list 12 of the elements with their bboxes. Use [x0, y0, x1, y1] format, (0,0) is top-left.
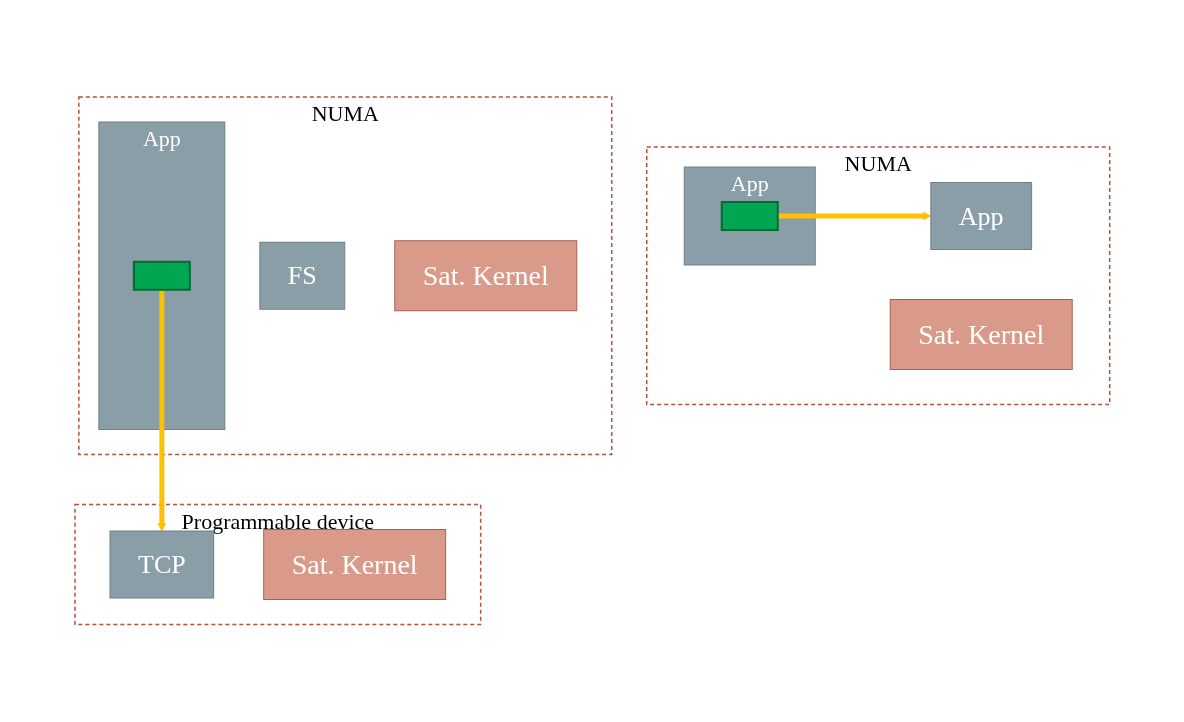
- cluster: App: [98, 121, 225, 431]
- arrow: [777, 211, 931, 221]
- node-box: [720, 201, 779, 232]
- arrow: [157, 290, 166, 532]
- node-box: Sat. Kernel: [262, 529, 446, 601]
- node-box: FS: [259, 242, 345, 310]
- cluster: App: [683, 166, 816, 266]
- node-box: TCP: [109, 530, 214, 599]
- node-box: [132, 261, 191, 291]
- node-box: Sat. Kernel: [889, 299, 1073, 371]
- node-box: App: [929, 182, 1032, 251]
- node-box: Sat. Kernel: [393, 240, 577, 312]
